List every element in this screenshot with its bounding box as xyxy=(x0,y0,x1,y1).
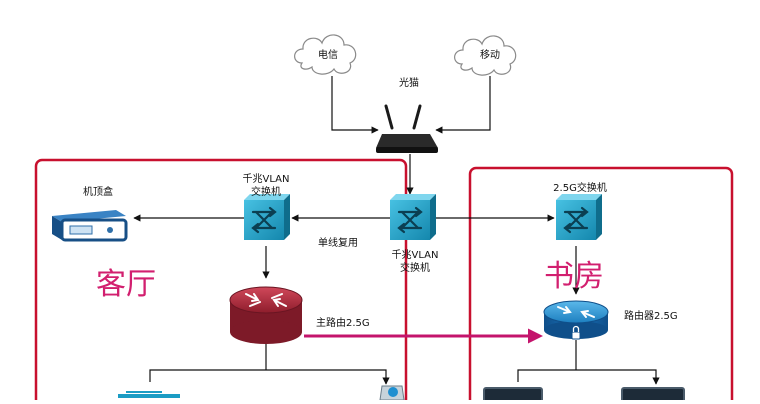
center-switch-icon xyxy=(390,194,436,240)
optical-modem-label: 光猫 xyxy=(399,78,419,89)
living-room-zone-label: 客厅 xyxy=(96,267,156,302)
settop-box-icon xyxy=(52,210,128,242)
study-laptop-right-icon xyxy=(621,387,685,403)
left-switch-label-line1: 千兆VLAN xyxy=(242,174,290,185)
mobile-cloud-icon xyxy=(454,35,517,76)
optical-modem-icon xyxy=(376,104,438,153)
center-switch-label-line2: 交换机 xyxy=(400,263,430,274)
mobile-to-modem-link xyxy=(435,76,491,134)
left-switch-icon xyxy=(244,194,290,240)
right-switch-label: 2.5G交换机 xyxy=(553,183,607,194)
bottom-center-device-icon xyxy=(379,385,405,401)
settop-box-label: 机顶盒 xyxy=(83,187,113,198)
single-line-reuse-label: 单线复用 xyxy=(318,238,358,249)
telecom-cloud-icon xyxy=(294,34,357,75)
mobile-label: 移动 xyxy=(480,50,500,61)
study-router-icon xyxy=(543,300,609,340)
study-zone-label: 书房 xyxy=(544,259,604,294)
right-switch-icon xyxy=(556,194,602,240)
bottom-left-device-icon xyxy=(118,391,180,398)
main-router-downlinks xyxy=(149,344,390,385)
study-laptop-left-icon xyxy=(483,387,543,403)
telecom-to-modem-link xyxy=(331,76,379,134)
main-router-icon xyxy=(229,286,303,344)
center-switch-label-line1: 千兆VLAN xyxy=(391,250,439,261)
living-room-zone-border xyxy=(34,158,408,404)
telecom-label: 电信 xyxy=(318,50,338,61)
study-zone-border xyxy=(468,166,734,404)
study-router-label: 路由器2.5G xyxy=(624,311,678,322)
main-router-label: 主路由2.5G xyxy=(316,318,370,329)
study-router-downlinks xyxy=(517,340,660,385)
left-switch-label-line2: 交换机 xyxy=(251,187,281,198)
